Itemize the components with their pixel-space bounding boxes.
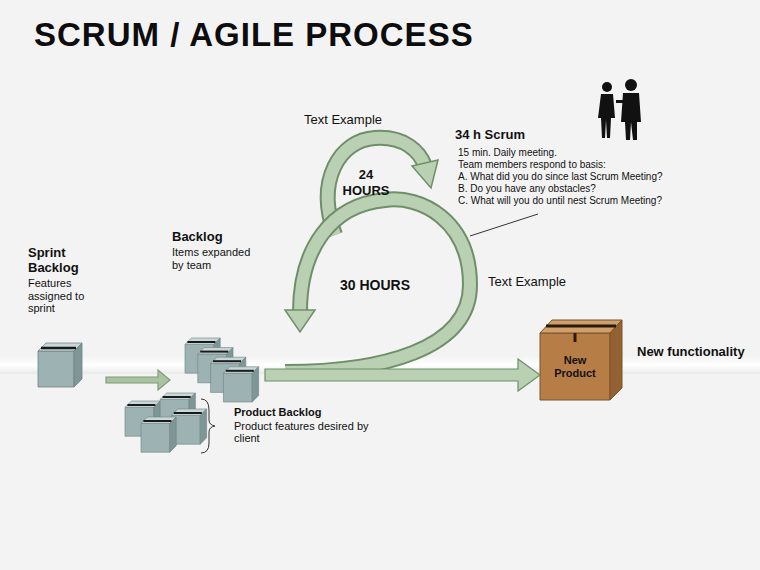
flow-arrow (265, 359, 540, 391)
node-heading: Product Backlog (234, 406, 384, 419)
node-body: New functionality (637, 345, 747, 360)
scrum-note: Team members respond to basis: (458, 159, 606, 171)
cube (38, 343, 82, 387)
text-example: Text Example (488, 274, 566, 290)
people-silhouette (598, 79, 641, 140)
flow-arrow (106, 370, 170, 390)
node-body: Product features desired by client (234, 420, 379, 445)
product-node: New ProductNew functionality (540, 333, 610, 400)
scrum-heading: 34 h Scrum (455, 127, 525, 143)
text-example: Text Example (304, 112, 382, 128)
node-body: Features assigned to sprint (28, 277, 100, 315)
node-heading: Backlog (172, 230, 262, 245)
product-box (540, 320, 622, 400)
scrum-note: C. What will you do until nest Scrum Mee… (458, 195, 662, 207)
backlog-node: BacklogItems expanded by team (170, 230, 265, 400)
leader-line (470, 214, 538, 236)
title: SCRUM / AGILE PROCESS (34, 16, 474, 54)
duration-label: 24 HOURS (341, 167, 391, 198)
cube-stack (125, 393, 207, 452)
node-heading: Sprint Backlog (28, 246, 106, 276)
scrum-note: B. Do you have any obstacles? (458, 183, 596, 195)
backlog-node: Product BacklogProduct features desired … (122, 392, 392, 456)
node-body: Items expanded by team (172, 246, 252, 271)
backlog-node: Sprint BacklogFeatures assigned to sprin… (26, 246, 106, 388)
cube-stack (185, 338, 259, 402)
bracket (201, 399, 215, 453)
sprint-spiral (285, 138, 470, 372)
scrum-note: 15 min. Daily meeting. (458, 147, 557, 159)
duration-label: 30 HOURS (340, 277, 410, 294)
node-heading: New Product (548, 354, 602, 379)
scrum-note: A. What did you do since last Scrum Meet… (458, 171, 663, 183)
